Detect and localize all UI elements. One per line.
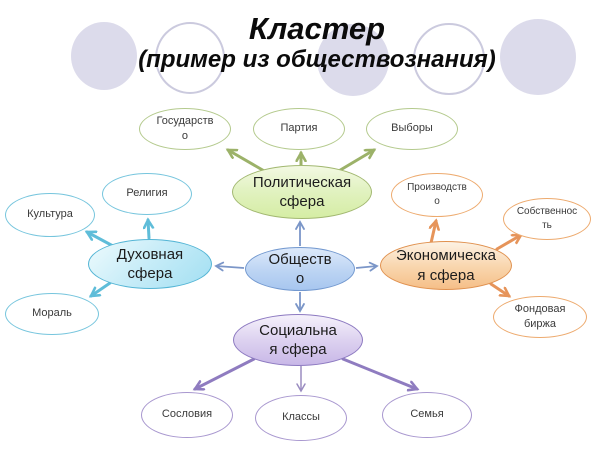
node-state: Государств о — [139, 108, 231, 150]
connector-political-elections — [335, 148, 374, 174]
node-society: Обществ о — [245, 247, 355, 291]
node-culture: Культура — [5, 193, 95, 237]
decor-circle-filled — [500, 19, 576, 95]
node-elections: Выборы — [366, 108, 458, 150]
node-property: Собственнос ть — [503, 198, 591, 240]
node-family: Семья — [382, 392, 472, 438]
node-economic-sphere: Экономическа я сфера — [380, 241, 512, 290]
node-classes: Классы — [255, 395, 347, 441]
connector-economic-production — [431, 221, 436, 245]
connector-social-estates — [195, 357, 256, 389]
connector-social-family — [341, 357, 417, 389]
node-party: Партия — [253, 108, 345, 150]
connector-political-state — [228, 148, 268, 174]
node-political-sphere: Политическая сфера — [232, 165, 372, 219]
connector-society-economic — [355, 261, 379, 272]
slide-header: Кластер (пример из обществознания) — [0, 11, 600, 74]
slide-subtitle: (пример из обществознания) — [138, 46, 496, 74]
decor-circle-filled — [317, 24, 389, 96]
decor-circle-filled — [71, 22, 137, 90]
node-religion: Религия — [102, 173, 192, 215]
connector-economic-stock-exchange — [489, 282, 509, 298]
decor-circle-outlined — [413, 23, 485, 95]
node-morality: Мораль — [5, 293, 99, 335]
connector-economic-property — [495, 233, 521, 251]
node-production: Производств о — [391, 173, 483, 217]
connector-society-spiritual — [214, 261, 245, 272]
decor-circle-outlined — [155, 22, 225, 94]
connector-spiritual-religion — [148, 220, 149, 240]
node-estates: Сословия — [141, 392, 233, 438]
node-stock-exchange: Фондовая биржа — [493, 296, 587, 338]
connector-spiritual-morality — [91, 281, 112, 298]
slide-title: Кластер — [248, 11, 386, 46]
node-social-sphere: Социальна я сфера — [233, 314, 363, 366]
node-spiritual-sphere: Духовная сфера — [88, 239, 212, 289]
